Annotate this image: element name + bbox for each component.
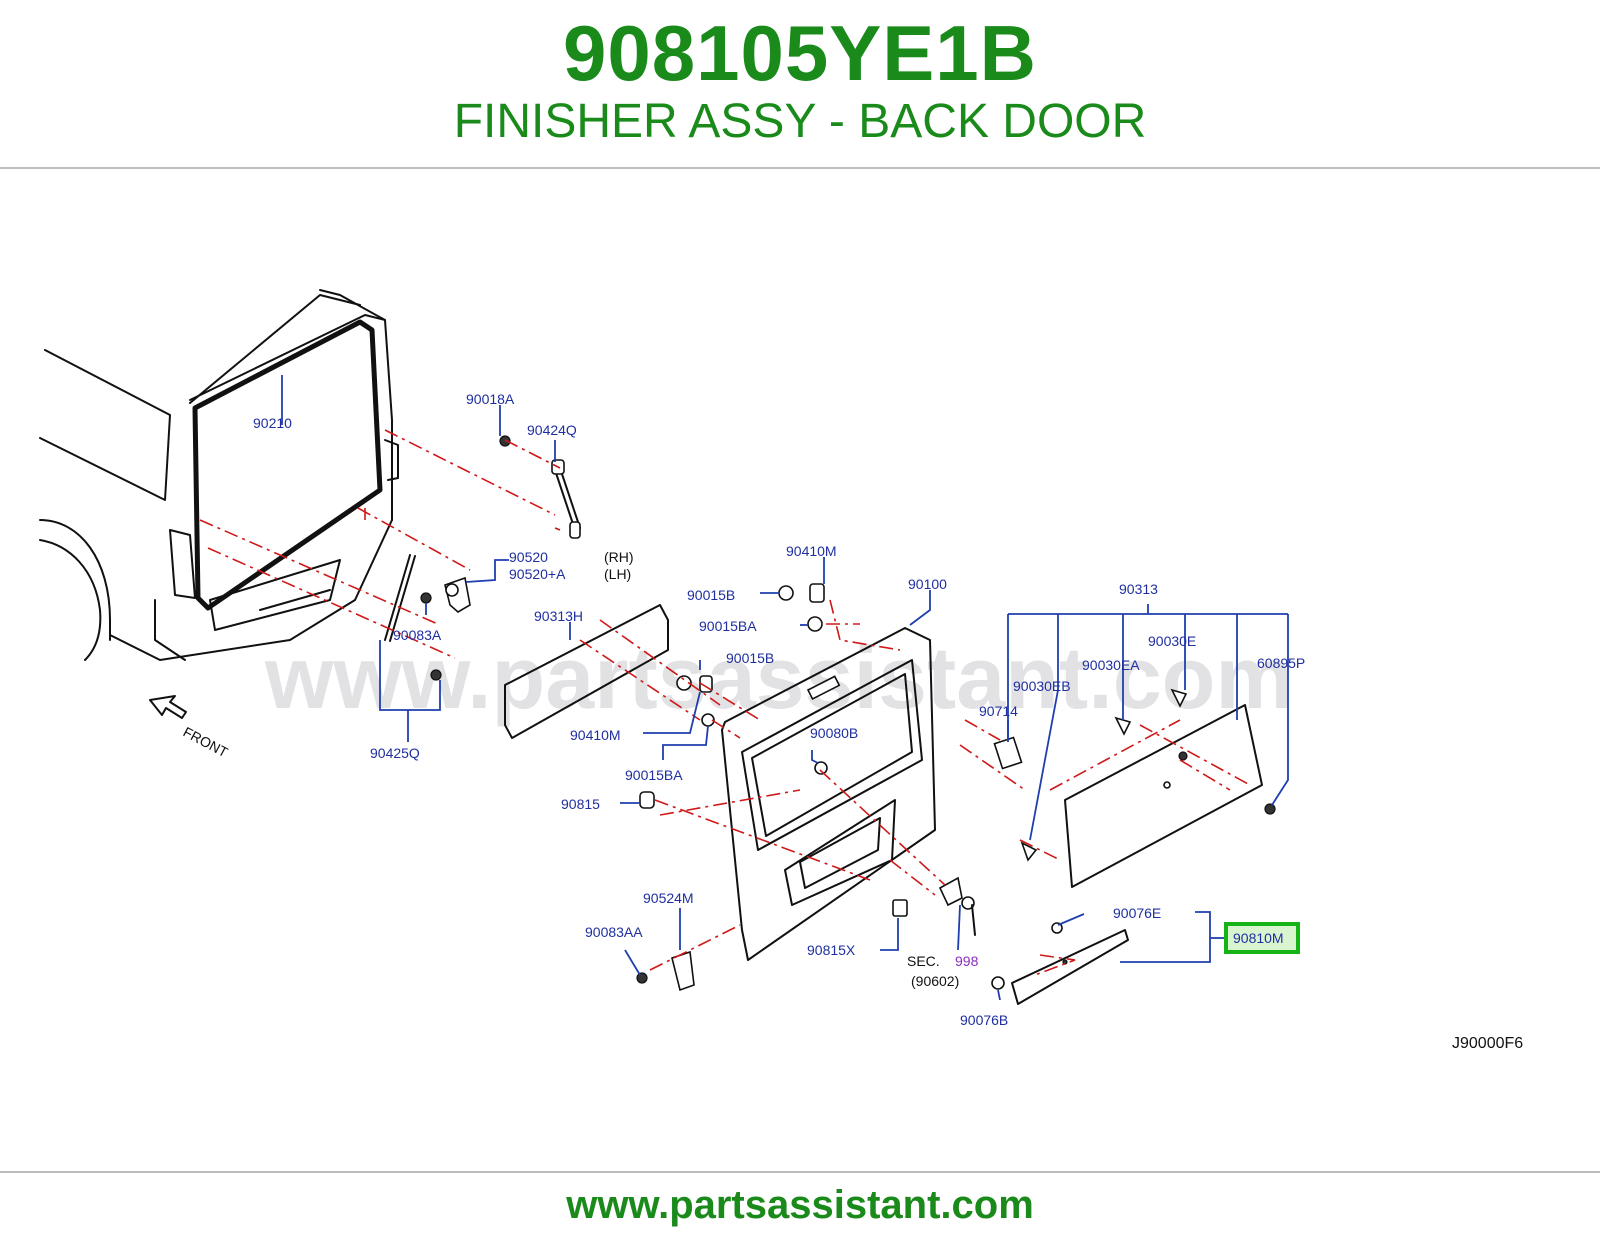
switch-90524m-icon [636, 950, 695, 992]
label-sec-998: 998 [955, 953, 979, 969]
footer-divider [0, 1171, 1600, 1173]
hinge-90520-icon [444, 576, 471, 613]
label-90015b-top: 90015B [687, 587, 735, 603]
label-90313: 90313 [1119, 581, 1158, 597]
label-90815x: 90815X [807, 942, 856, 958]
label-90410m-top: 90410M [786, 543, 837, 559]
lock-assy-icon [938, 876, 976, 936]
pad-90714-icon [993, 736, 1023, 770]
label-lh: (LH) [604, 566, 631, 582]
assembly-guide-lines [199, 429, 1251, 976]
label-rh: (RH) [604, 549, 634, 565]
seal-90313h-icon [504, 604, 669, 739]
back-door-panel-icon [721, 627, 936, 961]
stay-assy-icon [499, 435, 581, 539]
part-labels: 90210 90018A 90424Q 90520 90520+A (RH) (… [253, 391, 1523, 1052]
pad-90815x-icon [892, 899, 908, 917]
label-90714: 90714 [979, 703, 1018, 719]
label-90410m-mid: 90410M [570, 727, 621, 743]
stay-lower-icon [384, 554, 442, 681]
label-90015ba-mid: 90015BA [625, 767, 683, 783]
label-90424q: 90424Q [527, 422, 577, 438]
label-90520: 90520 [509, 549, 548, 565]
label-90313h: 90313H [534, 608, 583, 624]
label-60895p: 60895P [1257, 655, 1305, 671]
part-name-subtitle: FINISHER ASSY - BACK DOOR [453, 95, 1147, 148]
highlighted-part-box [1224, 922, 1300, 954]
label-90083a: 90083A [393, 627, 442, 643]
label-90524m: 90524M [643, 890, 694, 906]
label-sec-90602: (90602) [911, 973, 959, 989]
label-90030e: 90030E [1148, 633, 1196, 649]
label-90015b-mid: 90015B [726, 650, 774, 666]
label-90030eb: 90030EB [1013, 678, 1071, 694]
footer-website-link[interactable]: www.partsassistant.com [566, 1183, 1034, 1227]
front-arrow-icon: FRONT [149, 695, 231, 761]
van-body-illustration [39, 289, 399, 661]
label-90210: 90210 [253, 415, 292, 431]
label-90810m: 90810M [1233, 930, 1284, 946]
label-90015ba-top: 90015BA [699, 618, 757, 634]
label-90100: 90100 [908, 576, 947, 592]
diagram-code: J90000F6 [1452, 1035, 1523, 1052]
front-label: FRONT [181, 724, 231, 761]
label-90815: 90815 [561, 796, 600, 812]
label-90076b: 90076B [960, 1012, 1008, 1028]
label-90076e: 90076E [1113, 905, 1161, 921]
finisher-strip-90810m-icon [991, 922, 1129, 1005]
page-header: 908105YE1B FINISHER ASSY - BACK DOOR [0, 0, 1600, 168]
label-90083aa: 90083AA [585, 924, 643, 940]
label-90018a: 90018A [466, 391, 515, 407]
label-90425q: 90425Q [370, 745, 420, 761]
finisher-panel-icon [1020, 688, 1276, 888]
label-90520a: 90520+A [509, 566, 566, 582]
leader-lines [281, 375, 1289, 1001]
part-number-title: 908105YE1B [562, 9, 1038, 97]
label-sec: SEC. [907, 953, 940, 969]
header-divider [0, 167, 1600, 169]
label-90030ea: 90030EA [1082, 657, 1140, 673]
label-90080b: 90080B [810, 725, 858, 741]
